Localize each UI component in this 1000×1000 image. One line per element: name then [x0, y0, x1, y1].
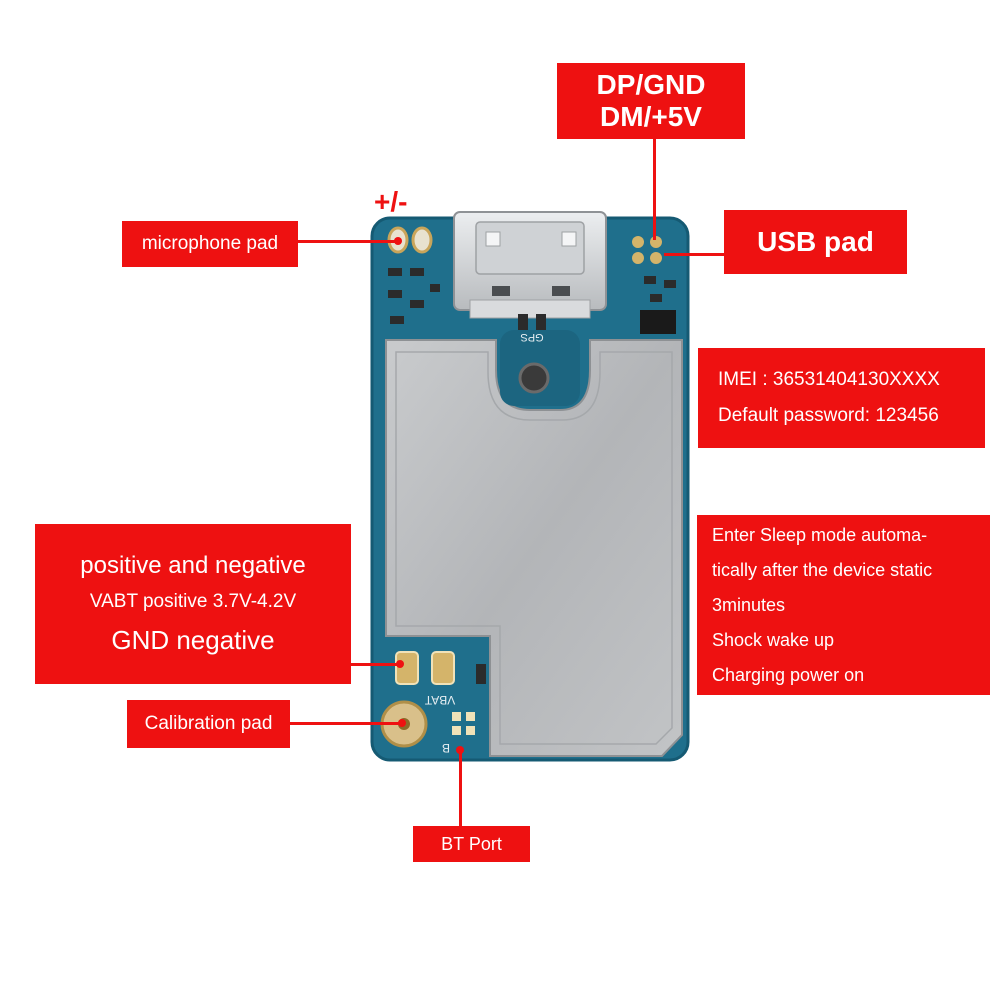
- usb-connector-tab-left: [485, 231, 501, 247]
- smd-component: [410, 268, 424, 276]
- sleep-mode-label: Enter Sleep mode automa- tically after t…: [697, 515, 990, 695]
- mic-polarity-label: +/-: [374, 186, 408, 217]
- smd-component: [518, 314, 528, 330]
- smd-chip: [640, 310, 676, 334]
- mic-pad-negative: [411, 226, 433, 254]
- vbat-pad: [395, 651, 419, 685]
- usb-connector-opening: [475, 221, 585, 275]
- smd-component: [430, 284, 440, 292]
- leader-line-microphone: [298, 240, 398, 243]
- smd-component: [388, 290, 402, 298]
- gps-antenna: [518, 362, 550, 394]
- battery-gnd: GND negative: [111, 625, 275, 655]
- usb-pin-dp-gnd: DP/GND: [596, 69, 706, 100]
- gnd-pad: [431, 651, 455, 685]
- smd-component: [388, 268, 402, 276]
- gps-silkscreen: GPS: [520, 331, 543, 343]
- bt-pad: [452, 726, 461, 735]
- usb-connector-base: [469, 299, 591, 319]
- imei-text: IMEI : 36531404130XXXX: [718, 369, 940, 390]
- usb-solder-pad-2: [650, 236, 662, 248]
- calibration-pad-label: Calibration pad: [127, 700, 290, 748]
- usb-pins-label: DP/GND DM/+5V: [557, 63, 745, 139]
- sleep-line: Enter Sleep mode automa-: [712, 524, 928, 545]
- usb-solder-pad-3: [632, 252, 644, 264]
- usb-pad-label: USB pad: [724, 210, 907, 274]
- leader-line-bt-port: [459, 752, 462, 828]
- shield-can: [385, 339, 683, 757]
- smd-component: [664, 280, 676, 288]
- bt-pad: [466, 712, 475, 721]
- sleep-line: Shock wake up: [712, 629, 835, 650]
- usb-solder-pad-4: [650, 252, 662, 264]
- leader-dot-bt-port: [456, 746, 464, 754]
- battery-label: positive and negative VABT positive 3.7V…: [35, 524, 351, 684]
- bt-pad: [466, 726, 475, 735]
- battery-vbat: VABT positive 3.7V-4.2V: [89, 591, 297, 612]
- usb-connector-tab-right: [561, 231, 577, 247]
- sleep-line: tically after the device static: [712, 559, 933, 580]
- smd-component: [476, 664, 486, 684]
- battery-title: positive and negative: [80, 552, 306, 579]
- leader-line-battery: [350, 663, 400, 666]
- leader-dot-microphone: [394, 237, 402, 245]
- bt-pad: [452, 712, 461, 721]
- smd-component: [644, 276, 656, 284]
- usb-pin-dm-5v: DM/+5V: [600, 101, 702, 132]
- leader-dot-battery: [396, 660, 404, 668]
- smd-component: [390, 316, 404, 324]
- usb-connector-slot-left: [492, 286, 510, 296]
- leader-line-usb-pad: [664, 253, 724, 256]
- bt-port-label: BT Port: [413, 826, 530, 862]
- usb-connector-slot-right: [552, 286, 570, 296]
- microphone-pad-label: microphone pad: [122, 221, 298, 267]
- leader-line-usb-pins: [653, 138, 656, 240]
- sleep-line: Charging power on: [712, 664, 865, 685]
- shield-inner-outline: [395, 351, 673, 745]
- usb-solder-pad-1: [632, 236, 644, 248]
- leader-line-calibration: [290, 722, 400, 725]
- smd-component: [536, 314, 546, 330]
- smd-component: [410, 300, 424, 308]
- imei-password-label: IMEI : 36531404130XXXX Default password:…: [698, 348, 985, 448]
- vbat-silkscreen: VBAT: [424, 693, 455, 707]
- bt-silkscreen: B: [442, 741, 450, 755]
- smd-component: [650, 294, 662, 302]
- leader-dot-calibration: [398, 719, 406, 727]
- sleep-line: 3minutes: [712, 594, 786, 615]
- default-password-text: Default password: 123456: [718, 405, 939, 426]
